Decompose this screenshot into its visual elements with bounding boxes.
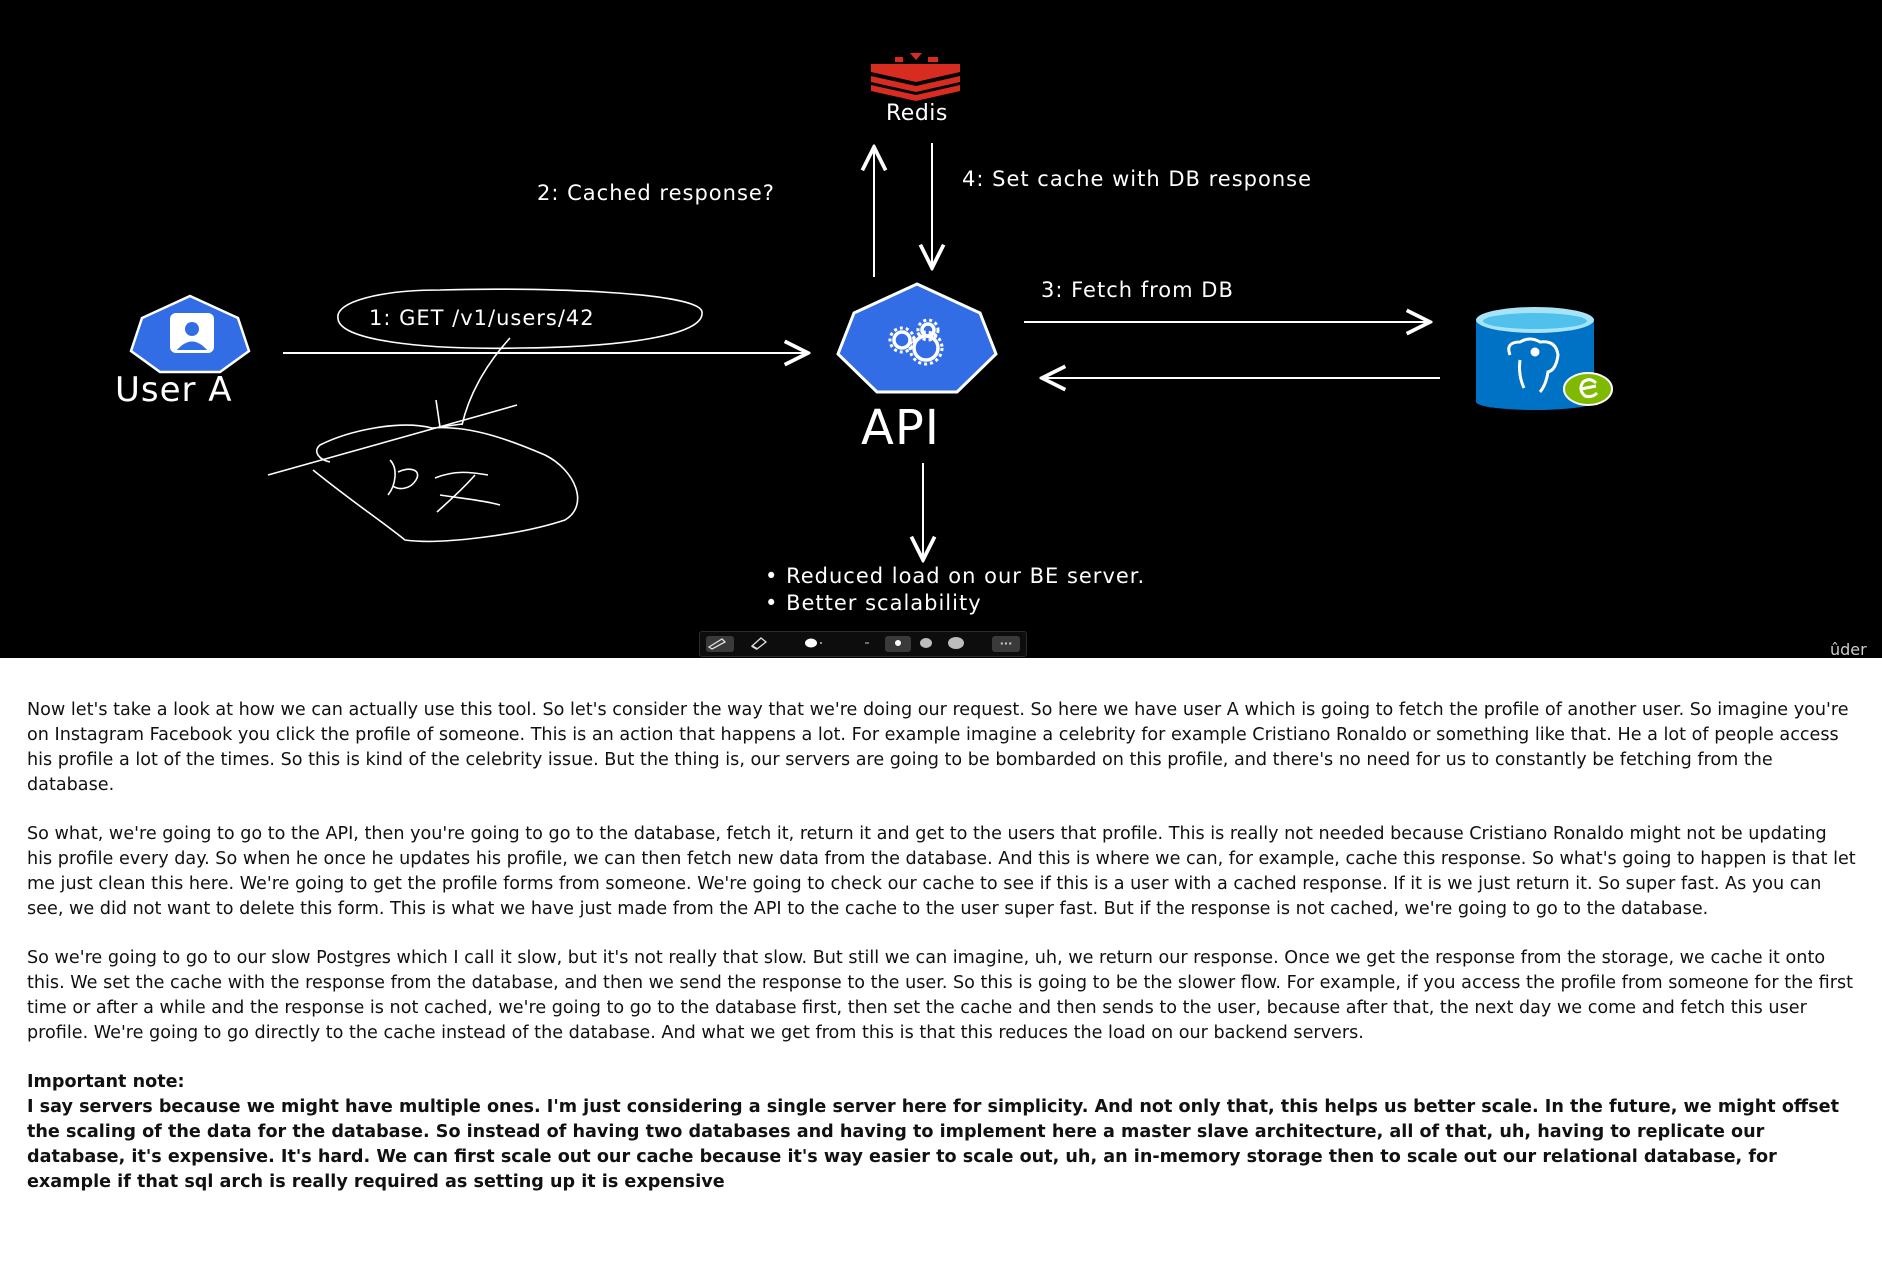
api-node-label: API (861, 400, 940, 456)
watermark-logo: ûder (1830, 640, 1867, 658)
diagram-canvas (129, 53, 1613, 658)
edge-label-fetch: 3: Fetch from DB (1041, 278, 1234, 302)
benefit-item: • Reduced load on our BE server. (765, 564, 1146, 588)
edge-label-setcache: 4: Set cache with DB response (962, 167, 1312, 191)
api-node-icon (836, 282, 998, 394)
pen-tool-icon[interactable] (706, 636, 734, 652)
edge-label-request: 1: GET /v1/users/42 (369, 306, 595, 330)
redis-node-label: Redis (886, 101, 948, 126)
stroke-xlarge-option[interactable] (944, 636, 968, 652)
user-node-icon (129, 294, 251, 374)
benefit-text: Reduced load on our BE server. (786, 564, 1146, 588)
stroke-medium-option[interactable] (885, 636, 911, 652)
redis-logo (871, 53, 960, 101)
notes-paragraph: Now let's take a look at how we can actu… (27, 700, 1849, 795)
important-note-body: I say servers because we might have mult… (27, 1097, 1839, 1192)
stroke-thin-option[interactable] (858, 636, 876, 652)
handdrawn-annotation (267, 288, 703, 543)
notes-paragraph: So what, we're going to go to the API, t… (27, 824, 1856, 919)
notes-paragraph: So we're going to go to our slow Postgre… (27, 948, 1854, 1043)
database-node-icon (1476, 307, 1613, 410)
edge-label-cached: 2: Cached response? (537, 181, 775, 205)
important-note-heading: Important note: (27, 1072, 185, 1092)
lecture-notes: Now let's take a look at how we can actu… (27, 698, 1857, 1195)
user-node-label: User A (115, 370, 233, 410)
more-options-button[interactable]: ··· (992, 636, 1020, 652)
architecture-diagram: User A API Redis 1: GET /v1/users/42 2: … (0, 0, 1882, 658)
benefit-item: • Better scalability (765, 591, 982, 615)
benefit-text: Better scalability (786, 591, 982, 615)
eraser-tool-icon[interactable] (748, 636, 776, 652)
ink-color-picker[interactable] (800, 636, 830, 652)
drawing-toolbar: ··· (699, 631, 1027, 657)
stroke-large-option[interactable] (916, 636, 936, 652)
